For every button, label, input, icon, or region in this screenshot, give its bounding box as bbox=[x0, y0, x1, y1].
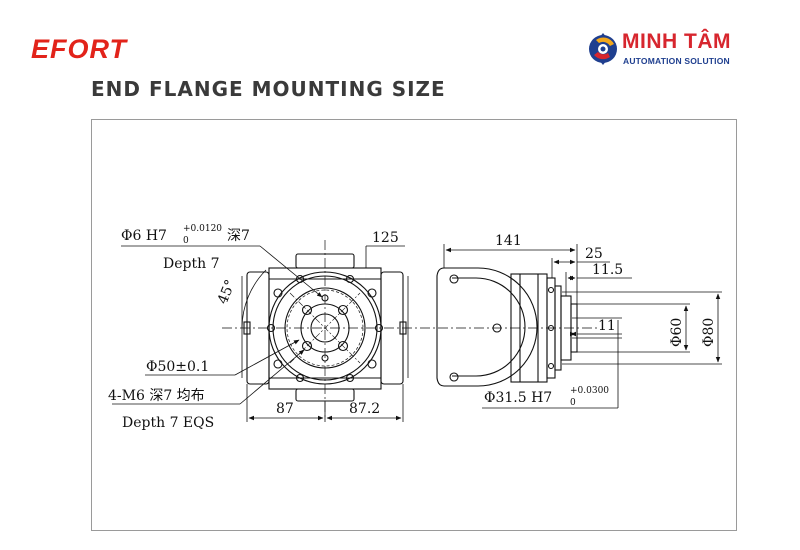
pin-hole-tol-upper: +0.0120 bbox=[183, 224, 222, 234]
efort-logo: EFORT bbox=[31, 34, 128, 64]
logo-name: MINH TÂM bbox=[622, 30, 731, 53]
dia-80: Φ80 bbox=[701, 318, 717, 347]
dim-11-5: 11.5 bbox=[592, 262, 623, 278]
pin-hole-label: Φ6 H7 bbox=[121, 228, 167, 244]
thread-depth-label: Depth 7 EQS bbox=[122, 415, 214, 431]
gear-icon bbox=[589, 33, 617, 65]
side-view bbox=[420, 267, 600, 387]
dim-125: 125 bbox=[372, 230, 399, 246]
thread-label: 4-M6 深7 均布 bbox=[108, 388, 205, 404]
dim-87: 87 bbox=[276, 401, 294, 417]
angle-label: 45° bbox=[215, 277, 239, 306]
minh-tam-logo: MINH TÂM AUTOMATION SOLUTION bbox=[584, 28, 774, 72]
pcd-label: Φ50±0.1 bbox=[146, 359, 209, 375]
dim-141: 141 bbox=[495, 233, 522, 249]
dim-25: 25 bbox=[585, 246, 603, 262]
logo-subtitle: AUTOMATION SOLUTION bbox=[623, 56, 730, 66]
dia-60: Φ60 bbox=[669, 318, 685, 347]
page-title: END FLANGE MOUNTING SIZE bbox=[91, 77, 446, 101]
drawing-frame bbox=[91, 119, 737, 531]
pin-hole-depth-cn: 深7 bbox=[227, 228, 250, 244]
side-dimensions bbox=[443, 244, 722, 409]
dim-87-2: 87.2 bbox=[349, 401, 380, 417]
front-view bbox=[222, 240, 420, 420]
pin-hole-depth: Depth 7 bbox=[163, 256, 219, 272]
bore-tol-lower: 0 bbox=[570, 398, 576, 408]
bore-tol-upper: +0.0300 bbox=[570, 386, 609, 396]
dim-11: 11 bbox=[598, 318, 616, 334]
bore-label: Φ31.5 H7 bbox=[484, 390, 552, 406]
front-leaders bbox=[112, 245, 405, 422]
pin-hole-tol-lower: 0 bbox=[183, 236, 189, 246]
